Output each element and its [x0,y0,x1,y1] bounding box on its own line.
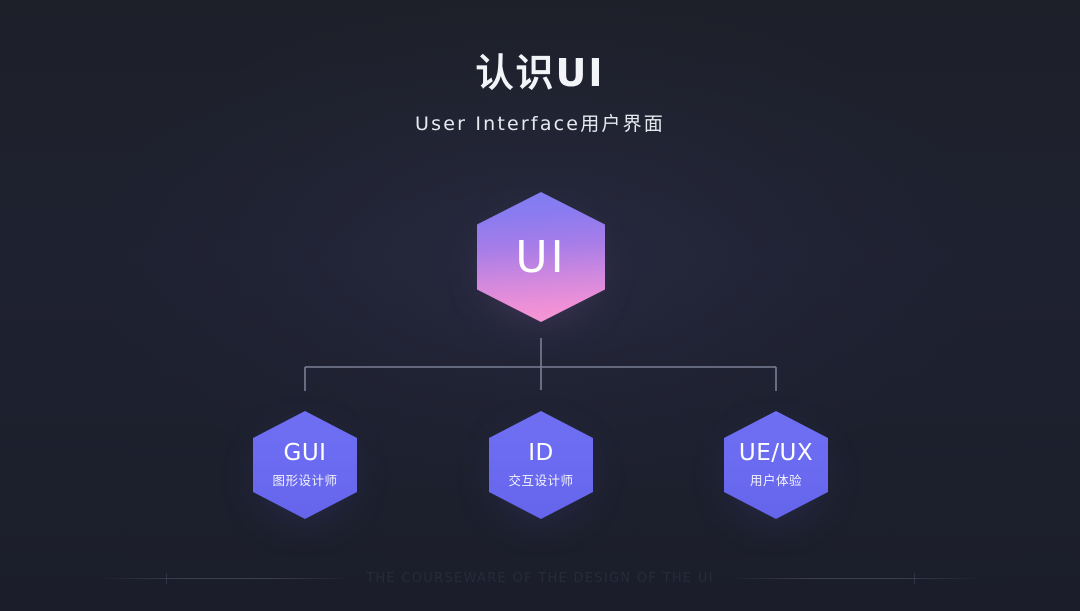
hexagon-ueux[interactable]: UE/UX 用户体验 [724,411,828,521]
hexagon-gui-shape[interactable]: GUI 图形设计师 [253,411,357,519]
hexagon-id-sublabel: 交互设计师 [508,473,574,489]
footer-tick-left-icon [166,573,167,584]
hexagon-gui-sublabel: 图形设计师 [272,473,338,489]
footer: THE COURSEWARE OF THE DESIGN OF THE UI [0,566,1080,590]
hexagon-ueux-label: UE/UX [738,439,814,466]
hexagon-gui[interactable]: GUI 图形设计师 [253,411,357,521]
hexagon-root-shape[interactable]: UI [477,192,605,322]
hexagon-id-label: ID [528,439,554,466]
title-block: 认识UI User Interface用户界面 [0,51,1080,136]
hexagon-gui-label: GUI [283,439,327,466]
page-title: 认识UI [475,51,605,95]
footer-rule-left [103,577,349,579]
page-subtitle: User Interface用户界面 [414,112,665,135]
hexagon-root[interactable]: UI [477,192,605,322]
footer-text: THE COURSEWARE OF THE DESIGN OF THE UI [366,570,714,586]
hexagon-root-label: UI [515,231,567,283]
footer-tick-right-icon [914,573,915,584]
hexagon-id-shape[interactable]: ID 交互设计师 [489,411,593,519]
footer-rule-right [731,577,977,579]
hexagon-id[interactable]: ID 交互设计师 [489,411,593,521]
hexagon-ueux-sublabel: 用户体验 [749,473,802,489]
hexagon-ueux-shape[interactable]: UE/UX 用户体验 [724,411,828,519]
